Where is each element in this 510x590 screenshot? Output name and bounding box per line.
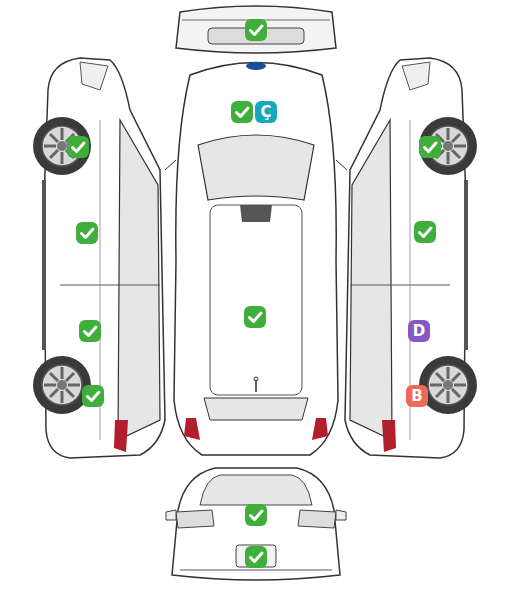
damage-code-badge: D [408,320,430,342]
damage-code-badge: Ç [255,101,277,123]
damage-code-badge: B [406,385,428,407]
